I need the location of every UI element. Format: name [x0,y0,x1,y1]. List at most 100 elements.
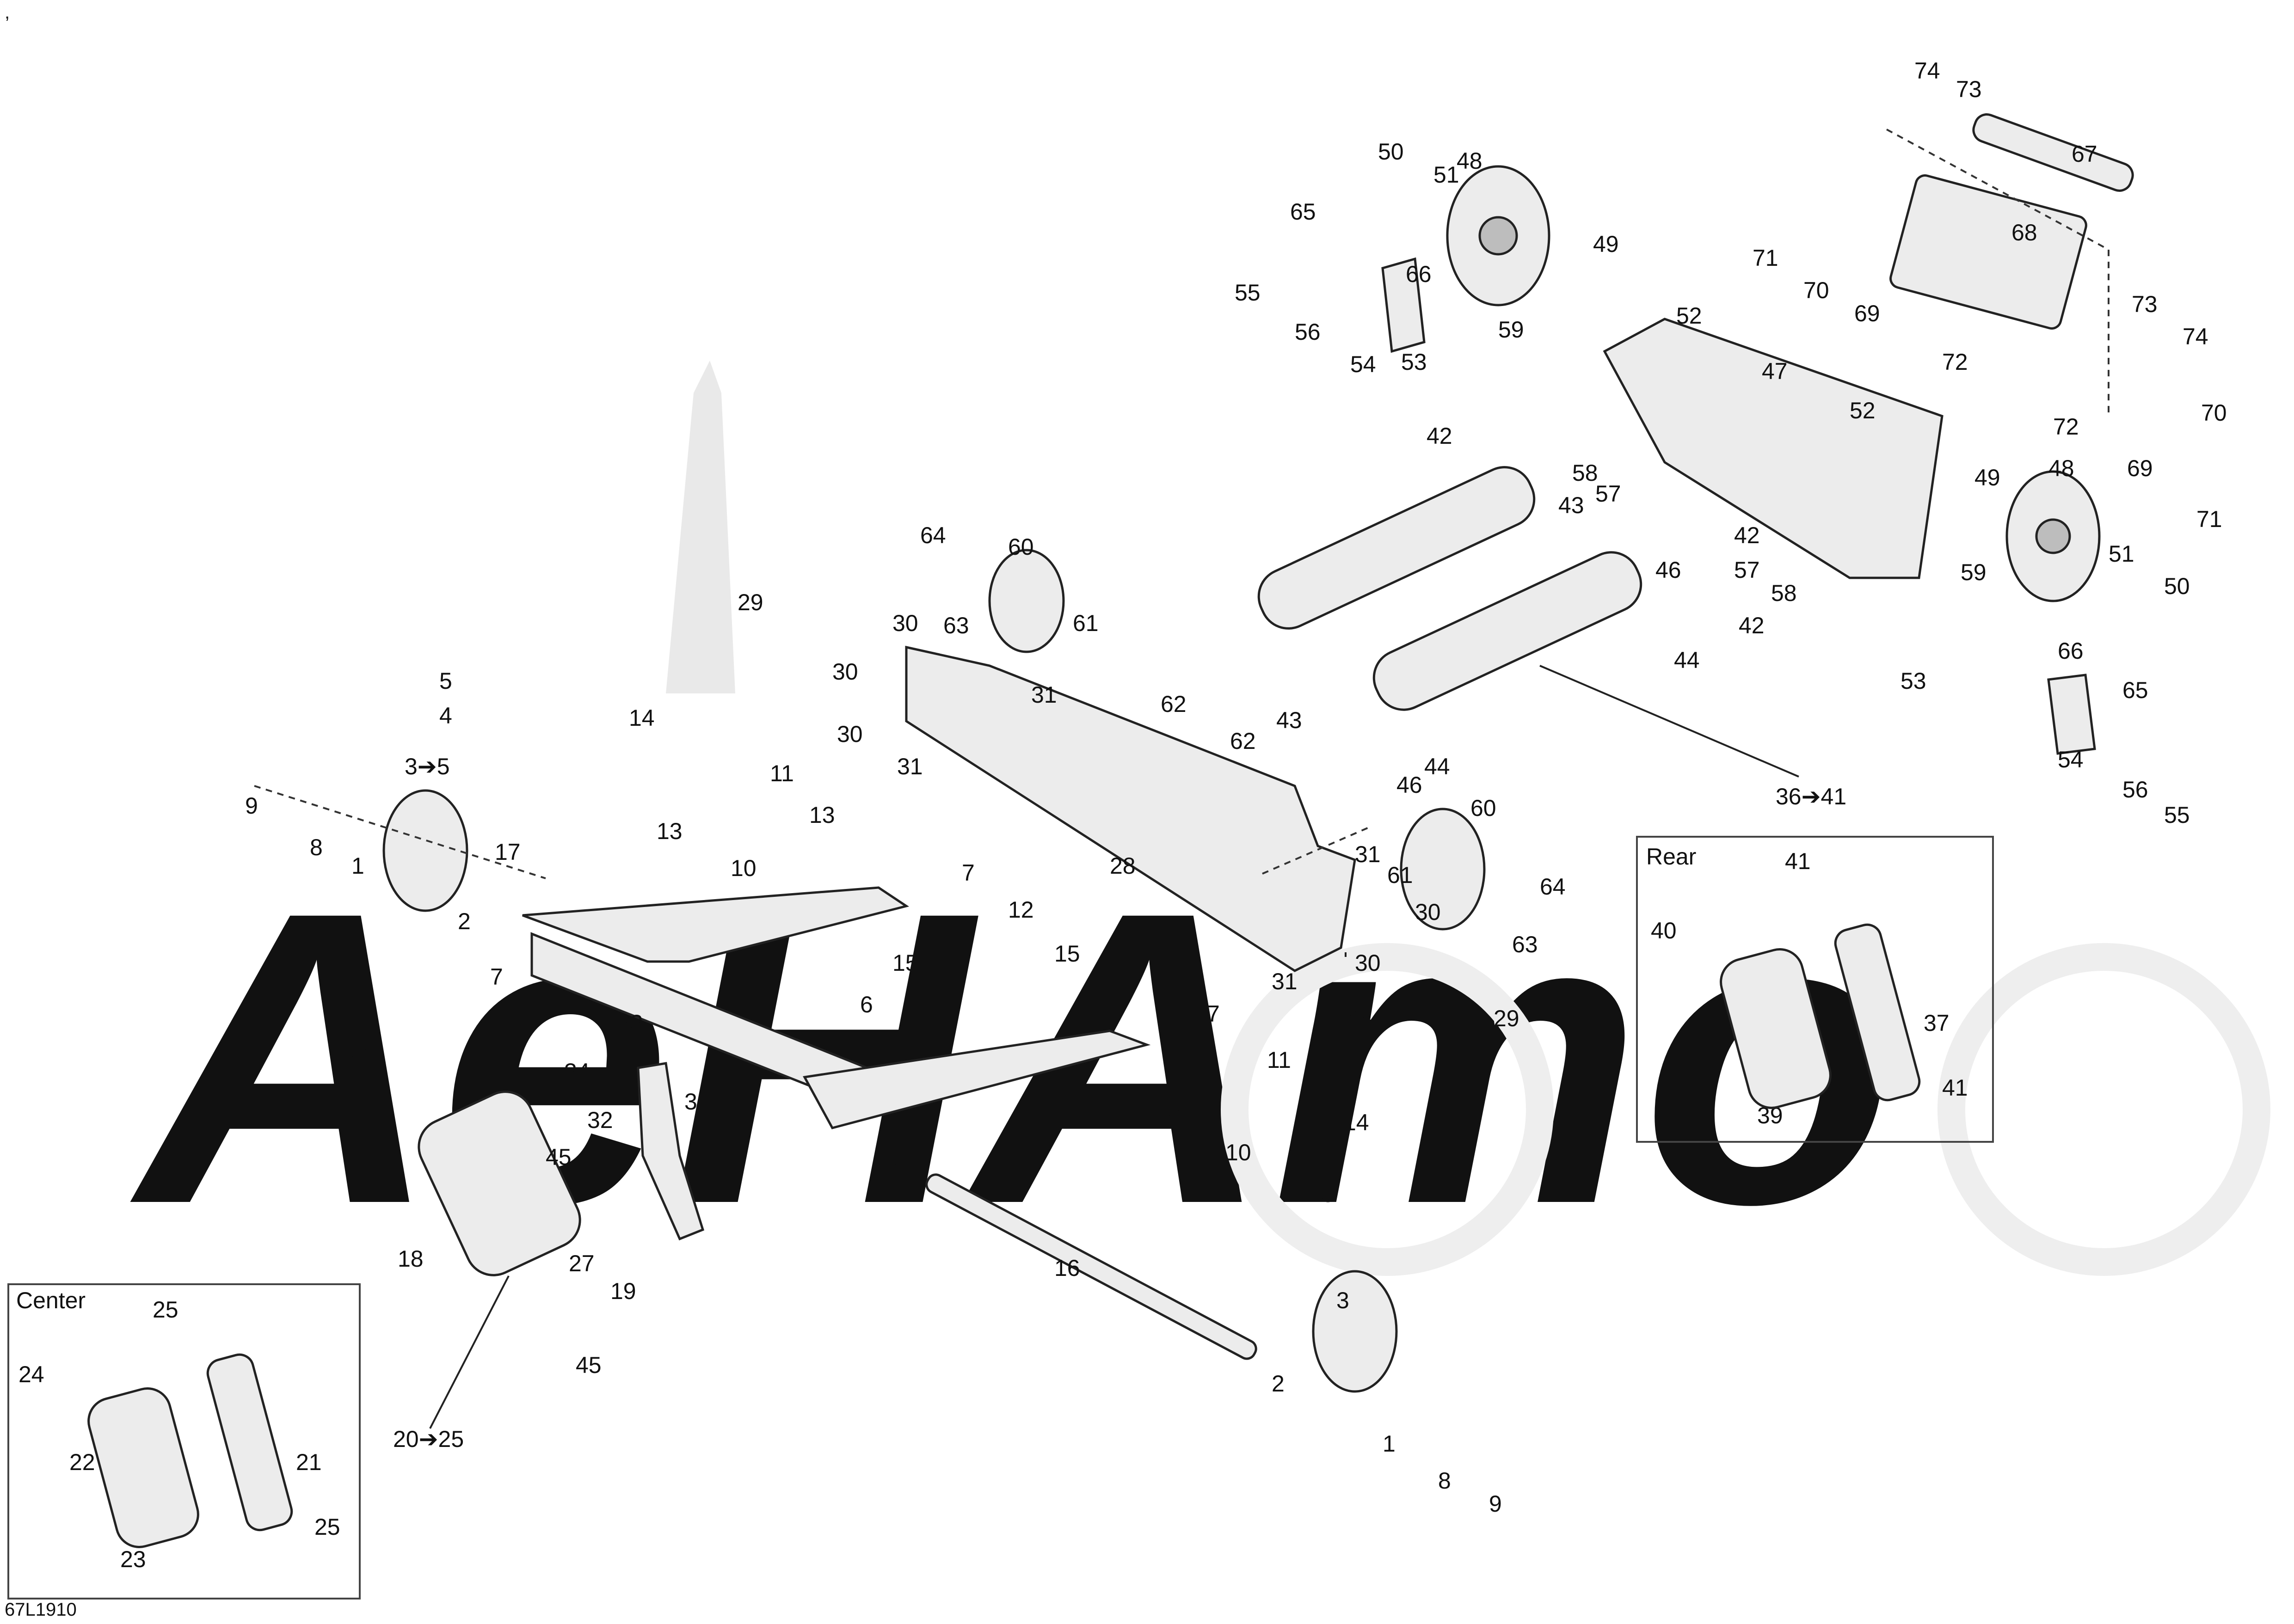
callout-67: 67 [2072,141,2097,167]
callout-42b: 42 [1734,522,1760,548]
callout-13b: 13 [809,802,835,828]
callout-51b: 51 [2109,541,2134,567]
callout-31: 31 [1031,682,1057,708]
callout-55: 55 [1235,280,1261,306]
shocks [418,466,1642,1276]
callout-42c: 42 [1739,613,1765,638]
callout-65: 65 [1290,199,1316,225]
callout-59: 59 [1498,317,1524,343]
callout-10: 10 [731,855,756,881]
callout-3to5: 3➔5 [405,754,450,779]
callout-58: 58 [1572,460,1598,486]
callout-30: 30 [892,610,918,636]
callout-56b: 56 [2122,777,2148,803]
callout-2b: 2 [1272,1371,1285,1397]
callout-30f: 30 [1341,1003,1367,1029]
callout-46: 46 [1655,557,1681,583]
callout-13d: 13 [1309,1181,1335,1207]
callout-54b: 54 [2058,747,2084,772]
callout-54: 54 [1350,351,1376,377]
callout-69b: 69 [2127,455,2153,481]
callout-17b: 17 [874,1153,900,1179]
callout-1: 1 [351,853,364,879]
callout-48: 48 [1457,148,1482,174]
callout-10b: 10 [1225,1140,1251,1165]
callout-61: 61 [1073,610,1099,636]
callout-15b: 15 [1054,941,1080,967]
callout-30c: 30 [837,721,863,747]
callout-35: 35 [684,1089,710,1115]
callout-45b: 45 [576,1352,602,1378]
callout-6: 6 [860,992,873,1017]
callout-30b: 30 [832,659,858,685]
callout-9: 9 [245,793,258,819]
center-label-23: 23 [120,1546,146,1572]
callout-60: 60 [1008,534,1034,560]
callout-1b: 1 [1383,1431,1396,1457]
rear-arm-assembly [1381,113,2134,755]
callout-28: 28 [1110,853,1136,879]
callout-49b: 49 [1974,465,2000,490]
callout-53b: 53 [1900,668,1926,694]
callout-12: 12 [1008,897,1034,923]
rear-inset-title: Rear [1646,844,1696,870]
callout-31b: 31 [897,754,923,779]
callout-8: 8 [310,834,323,860]
callout-42: 42 [1427,423,1452,449]
callout-56: 56 [1295,319,1321,345]
callout-44b: 44 [1424,754,1450,779]
callout-4: 4 [439,703,452,729]
callout-11: 11 [770,760,794,786]
center-inset: Center 20➔25 25 24 22 21 25 23 [7,1283,464,1599]
callout-32: 32 [587,1107,613,1133]
callout-58b: 58 [1771,580,1797,606]
callout-68: 68 [2011,220,2037,245]
callout-30e: 30 [1355,950,1381,976]
callout-2: 2 [458,908,471,934]
callout-26: 26 [349,1038,375,1064]
callout-46b: 46 [1396,772,1422,798]
callout-51: 51 [1433,162,1459,188]
center-label-25-top: 25 [153,1297,178,1323]
callout-15: 15 [892,950,918,976]
callout-47: 47 [1762,358,1788,384]
callout-36to41: 36➔41 [1776,784,1846,809]
callout-64b: 64 [1540,874,1566,900]
callout-71b: 71 [2196,506,2222,532]
callout-73b: 73 [2132,291,2158,317]
callout-49: 49 [1593,231,1619,257]
callouts: 74 73 67 50 48 51 65 49 71 68 70 69 55 6… [245,58,2227,1517]
callout-74b: 74 [2183,324,2208,349]
rear-label-41-top: 41 [1785,848,1811,874]
callout-18: 18 [398,1246,424,1272]
front-arm-assembly [382,549,1486,1393]
callout-73: 73 [1956,76,1982,102]
callout-34: 34 [564,1059,590,1085]
callout-63: 63 [943,613,969,638]
callout-13: 13 [657,818,683,844]
callout-43b: 43 [1276,707,1302,733]
callout-50: 50 [1378,139,1404,165]
callout-50b: 50 [2164,573,2190,599]
corner-mark: , [5,2,10,23]
callout-70b: 70 [2201,400,2227,426]
callout-72b: 72 [2053,414,2079,440]
callout-60b: 60 [1470,795,1496,821]
center-label-22: 22 [69,1449,95,1475]
callout-70: 70 [1803,277,1829,303]
callout-33: 33 [617,1010,643,1036]
center-label-21: 21 [296,1449,322,1475]
callout-5: 5 [439,668,452,694]
callout-31d: 31 [1272,968,1298,994]
callout-14b: 14 [1343,1109,1369,1135]
callout-55b: 55 [2164,802,2190,828]
callout-59b: 59 [1961,559,1986,585]
callout-9b: 9 [1489,1491,1502,1517]
callout-3: 3 [1336,1287,1349,1313]
callout-29b: 29 [1494,1005,1519,1031]
callout-65b: 65 [2122,677,2148,703]
callout-72: 72 [1942,349,1968,375]
rear-label-37: 37 [1924,1010,1950,1036]
callout-48b: 48 [2048,455,2074,481]
